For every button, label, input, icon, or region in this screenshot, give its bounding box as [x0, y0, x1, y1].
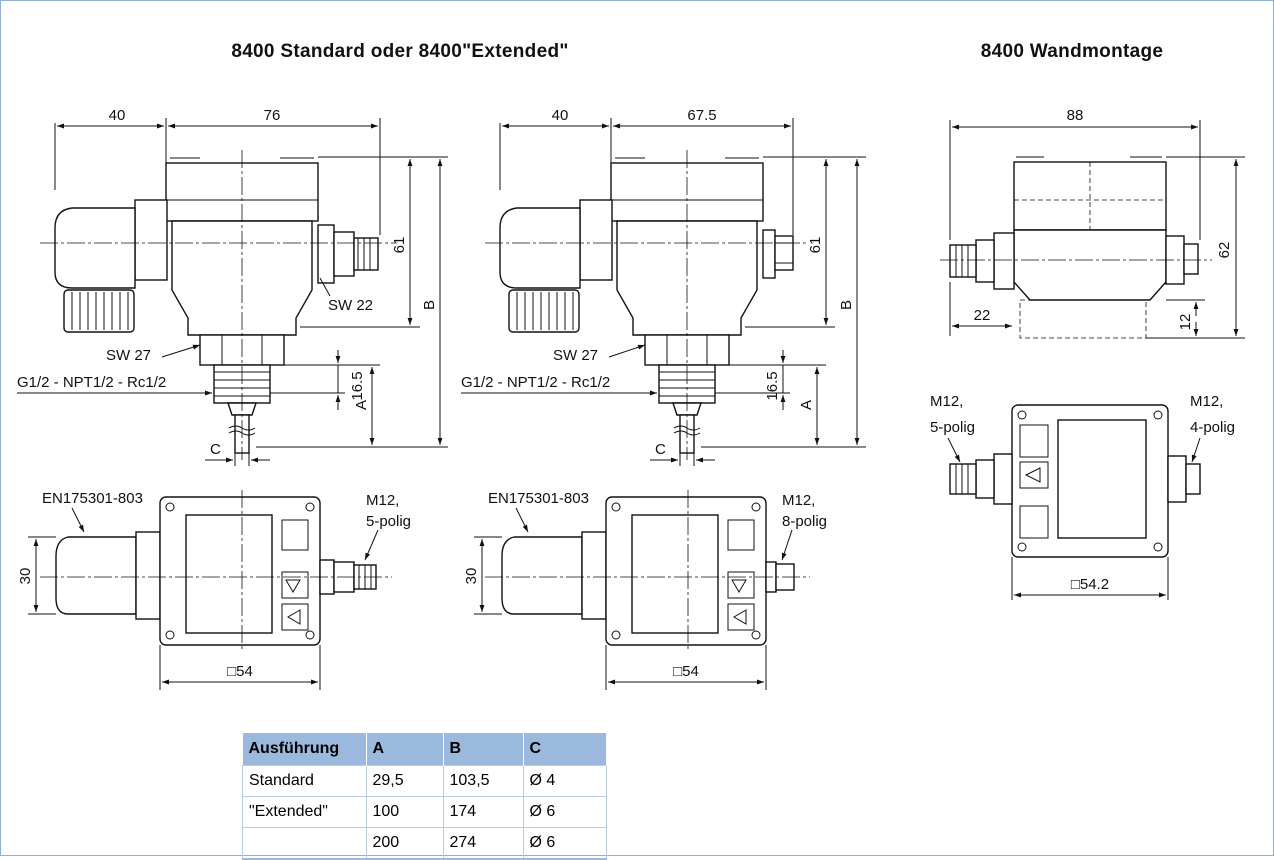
- label-m12-right: M12,: [1190, 393, 1223, 410]
- label-poles: 8-polig: [782, 513, 827, 530]
- table-header: Ausführung: [242, 733, 367, 766]
- label-m12: M12,: [366, 492, 399, 509]
- wall-mount-front-view: □54.2 M12, 5-polig M12, 4-polig: [930, 393, 1235, 600]
- dim-body-width: 67.5: [687, 107, 716, 124]
- table-header: A: [366, 733, 444, 766]
- title-wall-mount: 8400 Wandmontage: [981, 41, 1164, 62]
- dim-square: □54: [227, 663, 253, 680]
- dim-insertion: A: [353, 400, 370, 410]
- dim-thread: 16.5: [349, 371, 366, 400]
- table-header: C: [523, 733, 607, 766]
- label-din-connector: EN175301-803: [42, 490, 143, 507]
- table-cell: 103,5: [442, 765, 524, 797]
- dim-body-width: 76: [264, 107, 281, 124]
- dim-conn: 30: [17, 568, 34, 585]
- top-view-extended: 30 □54 EN175301-803 M12, 8-polig: [463, 490, 827, 690]
- label-m12: M12,: [782, 492, 815, 509]
- table-cell: 174: [442, 796, 524, 828]
- dim-height: 61: [391, 237, 408, 254]
- side-view-standard: 40 76: [17, 107, 448, 466]
- dim-square: □54.2: [1071, 576, 1109, 593]
- table-cell: Ø 6: [522, 827, 607, 860]
- table-row: "Extended" 100 174 Ø 6: [242, 796, 607, 828]
- label-thread: G1/2 - NPT1/2 - Rc1/2: [461, 374, 610, 391]
- label-sw27: SW 27: [553, 347, 598, 364]
- side-view-extended: 40 67.5 61 B: [461, 107, 866, 466]
- dim-height: 62: [1216, 242, 1233, 259]
- dim-bottom: 12: [1177, 314, 1194, 331]
- variant-table: Ausführung A B C Standard 29,5 103,5 Ø 4…: [242, 733, 607, 860]
- table-row: Standard 29,5 103,5 Ø 4: [242, 765, 607, 797]
- dim-probe-dia: C: [655, 441, 666, 458]
- dim-left: 22: [974, 307, 991, 324]
- dim-height: 61: [807, 237, 824, 254]
- dim-width: 88: [1067, 107, 1084, 124]
- label-poles-left: 5-polig: [930, 419, 975, 436]
- table-cell: 100: [365, 796, 444, 828]
- dim-square: □54: [673, 663, 699, 680]
- dim-conn: 30: [463, 568, 480, 585]
- table-cell: [242, 827, 367, 860]
- top-view-standard: 30 □54 EN175301-803 M12, 5-polig: [17, 490, 411, 690]
- label-thread: G1/2 - NPT1/2 - Rc1/2: [17, 374, 166, 391]
- table-cell: 200: [365, 827, 444, 860]
- dim-thread: 16.5: [764, 371, 781, 400]
- dim-insertion: A: [798, 400, 815, 410]
- dim-total: B: [421, 300, 438, 310]
- dim-connector-width: 40: [552, 107, 569, 124]
- label-sw22: SW 22: [328, 297, 373, 314]
- dim-connector-width: 40: [109, 107, 126, 124]
- table-cell: Ø 4: [522, 765, 607, 797]
- table-cell: "Extended": [242, 796, 367, 828]
- title-standard: 8400 Standard oder 8400"Extended": [231, 41, 568, 62]
- table-cell: Standard: [242, 765, 367, 797]
- table-row: 200 274 Ø 6: [242, 827, 607, 860]
- label-sw27: SW 27: [106, 347, 151, 364]
- dim-total: B: [838, 300, 855, 310]
- table-cell: 274: [442, 827, 524, 860]
- table-cell: 29,5: [365, 765, 444, 797]
- table-header: B: [443, 733, 524, 766]
- label-poles-right: 4-polig: [1190, 419, 1235, 436]
- table-header-row: Ausführung A B C: [242, 733, 607, 766]
- dim-probe-dia: C: [210, 441, 221, 458]
- label-poles: 5-polig: [366, 513, 411, 530]
- label-m12-left: M12,: [930, 393, 963, 410]
- wall-mount-side-view: 88 62 12 22: [940, 107, 1245, 339]
- label-din-connector: EN175301-803: [488, 490, 589, 507]
- table-cell: Ø 6: [522, 796, 607, 828]
